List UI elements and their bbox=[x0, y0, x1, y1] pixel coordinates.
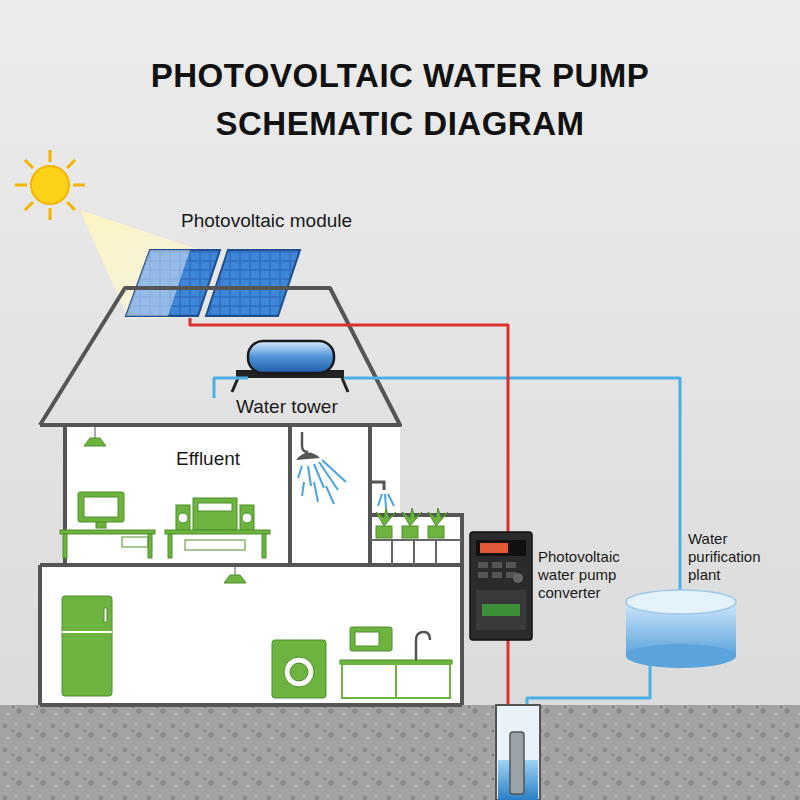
component-label: Photovoltaic module bbox=[181, 210, 421, 233]
flow-label: Effluent bbox=[176, 448, 286, 471]
component-label: Photovoltaic water pump converter bbox=[538, 548, 648, 602]
component-label: Water tower bbox=[236, 396, 386, 419]
component-label: Water purification plant bbox=[688, 530, 794, 584]
diagram-title: PHOTOVOLTAIC WATER PUMP SCHEMATIC DIAGRA… bbox=[120, 52, 680, 148]
